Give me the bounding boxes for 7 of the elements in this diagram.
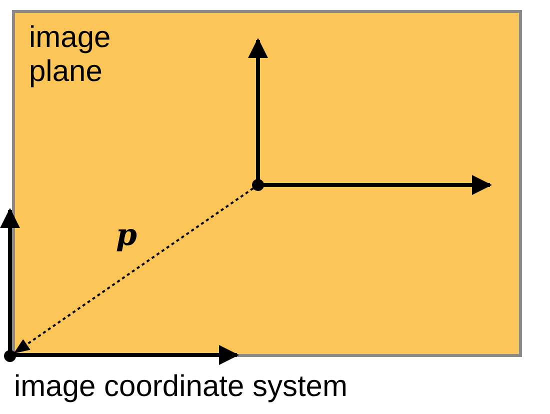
plane-label: image plane bbox=[29, 21, 112, 89]
dashed-arrow bbox=[14, 188, 254, 354]
caption-text: image coordinate system bbox=[14, 370, 348, 404]
edge-label: p bbox=[116, 220, 137, 250]
point-dot bbox=[252, 179, 264, 191]
image-plane-rectangle bbox=[12, 10, 522, 357]
origin-dot bbox=[4, 350, 16, 362]
